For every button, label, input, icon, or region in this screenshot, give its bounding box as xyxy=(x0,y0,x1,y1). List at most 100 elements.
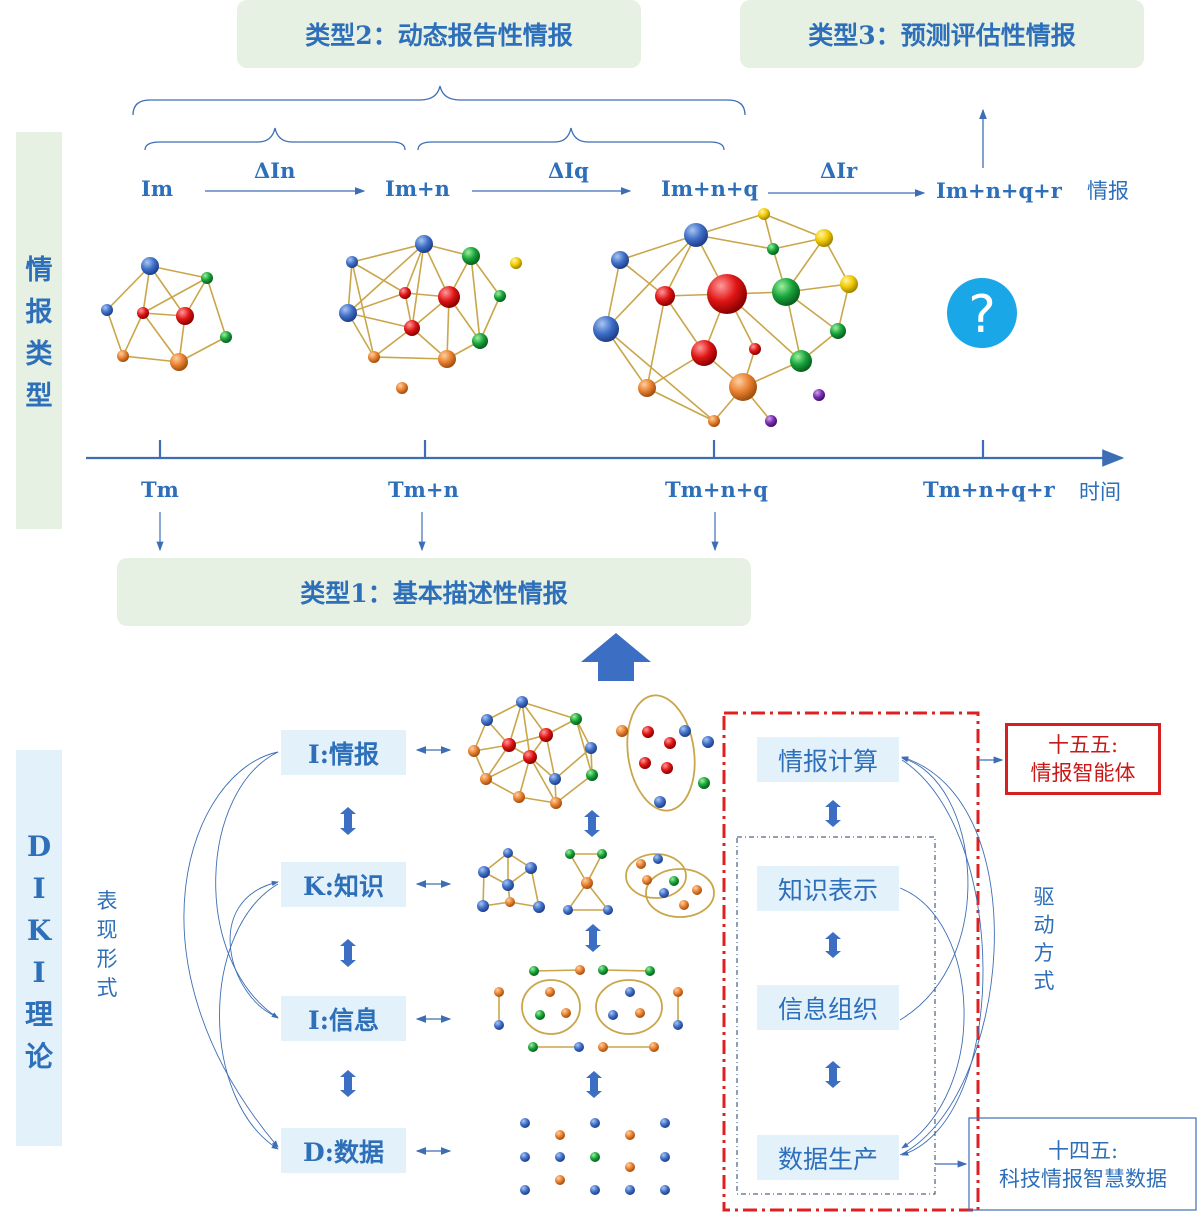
network-node xyxy=(575,965,585,975)
network-node xyxy=(505,897,515,907)
network-node xyxy=(176,307,194,325)
network-node xyxy=(478,866,490,878)
double-arrow-icon xyxy=(586,1071,602,1098)
network-node xyxy=(625,1185,635,1195)
top-side-panel xyxy=(16,132,62,529)
representation-char: 现 xyxy=(96,918,118,942)
network-node xyxy=(535,1010,545,1020)
network-node xyxy=(494,987,504,997)
double-arrow-icon xyxy=(340,939,356,967)
type2-label: 类型2：动态报告性情报 xyxy=(305,21,573,50)
network-node xyxy=(660,1118,670,1128)
network-node xyxy=(555,1152,565,1162)
vertical-double-arrows xyxy=(340,800,841,1098)
network-node xyxy=(438,350,456,368)
brace-in xyxy=(144,127,406,151)
diki-level-data: D:数据 xyxy=(281,1128,406,1173)
network-node xyxy=(691,340,717,366)
diki-level-label: I:情报 xyxy=(308,739,379,769)
representation-char: 表 xyxy=(96,889,118,913)
network-edge xyxy=(619,234,697,261)
double-arrow-icon xyxy=(585,924,601,952)
bottom-side-char: K xyxy=(26,914,52,947)
network-diki-intel xyxy=(468,696,598,809)
intel-state-im: Im xyxy=(141,176,174,201)
network-node xyxy=(513,791,525,803)
top-side-char: 型 xyxy=(25,381,53,412)
network-edge xyxy=(351,243,425,263)
network-node xyxy=(555,1130,565,1140)
network-edge xyxy=(518,796,557,804)
network-node xyxy=(673,987,683,997)
bottom-side-char: 论 xyxy=(24,1040,53,1073)
plan15-line1: 十五五: xyxy=(1047,733,1119,757)
type1-label: 类型1：基本描述性情报 xyxy=(300,579,568,608)
network-node xyxy=(399,287,411,299)
network-edge xyxy=(149,265,208,279)
type3-label: 类型3：预测评估性情报 xyxy=(808,21,1076,50)
increment-ir: ΔIr xyxy=(820,158,858,183)
network-node xyxy=(636,859,646,869)
network-node xyxy=(472,333,488,349)
double-arrow-icon xyxy=(340,1070,356,1097)
network-edge xyxy=(106,309,124,357)
diki-level-label: D:数据 xyxy=(303,1137,384,1167)
network-node xyxy=(523,750,537,764)
network-node xyxy=(550,797,562,809)
representation-label: 表 现 形 式 xyxy=(92,887,122,1003)
plan14-line2: 科技情报智慧数据 xyxy=(999,1167,1167,1191)
network-node xyxy=(639,757,651,769)
process-intel-computing: 情报计算 xyxy=(757,737,899,782)
curve-drive-1 xyxy=(899,756,995,1156)
network-node xyxy=(570,713,582,725)
plan14-line1: 十四五: xyxy=(1047,1139,1119,1163)
network-node xyxy=(468,745,480,757)
network-node xyxy=(438,286,460,308)
network-edge xyxy=(106,265,151,311)
process-info-organization: 信息组织 xyxy=(757,985,899,1030)
network-node xyxy=(520,1152,530,1162)
drive-char: 方 xyxy=(1033,941,1055,965)
network-node xyxy=(635,1008,645,1018)
network-node xyxy=(729,373,757,401)
top-side-label: 情 报 类 型 xyxy=(16,250,62,418)
network-node xyxy=(707,274,747,314)
time-tick-tm: Tm xyxy=(141,477,179,502)
network-node xyxy=(655,286,675,306)
network-node xyxy=(616,725,628,737)
brace-type2-wide xyxy=(132,85,746,116)
representation-char: 形 xyxy=(96,947,118,971)
network-node xyxy=(563,905,573,915)
double-arrow-icon xyxy=(825,932,841,958)
network-node xyxy=(574,1042,584,1052)
network-node xyxy=(608,1010,618,1020)
process-label: 数据生产 xyxy=(777,1144,878,1174)
cluster-nodes-knowledge xyxy=(636,854,702,910)
time-tick-tmnq: Tm+n+q xyxy=(665,477,768,502)
network-node xyxy=(516,696,528,708)
question-icon xyxy=(947,278,1017,348)
network-node xyxy=(767,243,779,255)
intel-state-imn: Im+n xyxy=(385,176,450,201)
question-mark: ? xyxy=(968,285,996,345)
network-node xyxy=(625,987,635,997)
network-edge xyxy=(605,328,715,422)
process-knowledge-representation: 知识表示 xyxy=(757,866,899,911)
double-arrow-icon xyxy=(825,1061,841,1088)
network-node xyxy=(220,331,232,343)
network-node xyxy=(642,726,654,738)
network-node xyxy=(702,736,714,748)
cluster-ring-info-1 xyxy=(521,979,581,1035)
network-node xyxy=(698,777,710,789)
network-knowledge-a xyxy=(477,848,545,913)
network-node xyxy=(462,247,480,265)
network-edge xyxy=(122,312,144,357)
network-edge xyxy=(486,701,523,721)
cluster-nodes-intel xyxy=(616,725,714,808)
network-edge xyxy=(485,756,531,780)
time-tick-tmn: Tm+n xyxy=(388,477,459,502)
network-node xyxy=(565,849,575,859)
network-node xyxy=(758,208,770,220)
network-node xyxy=(561,1008,571,1018)
network-edge xyxy=(545,734,556,780)
